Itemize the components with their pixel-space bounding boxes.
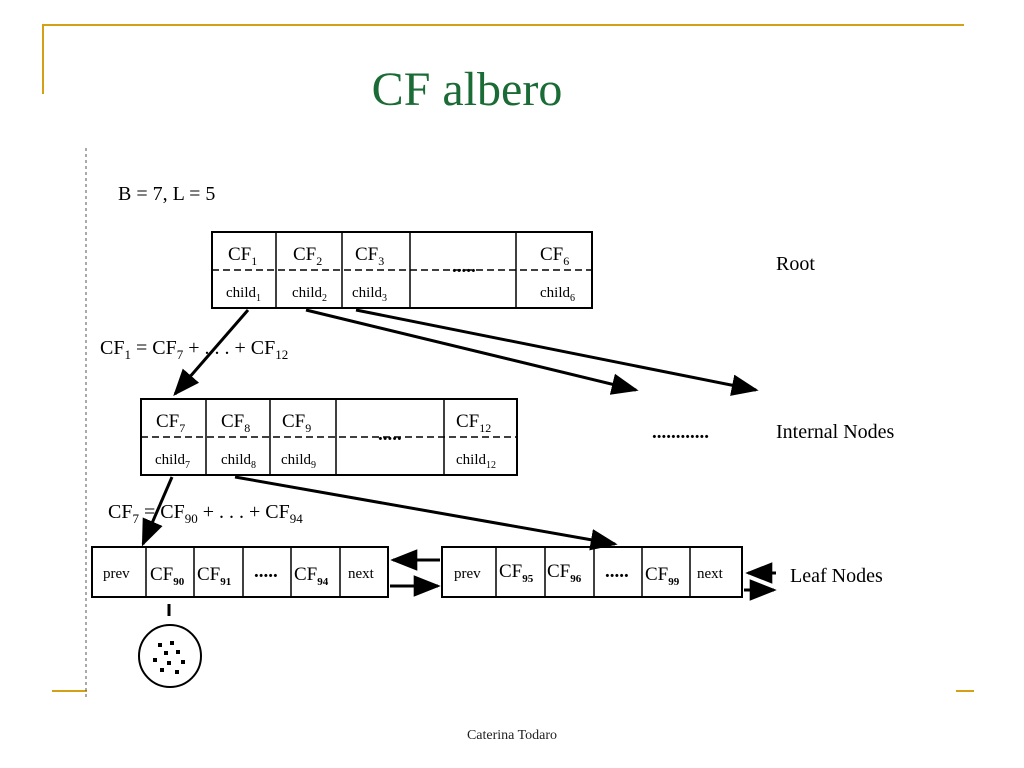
root-child6: child6 bbox=[540, 285, 575, 304]
leaf1-prev: prev bbox=[103, 566, 130, 582]
root-child2: child2 bbox=[292, 285, 327, 304]
internal-cf8: CF8 bbox=[221, 411, 250, 435]
leaf1-cf90: CF90 bbox=[150, 564, 185, 588]
leaf2-next: next bbox=[697, 566, 724, 582]
arrow-root-child3 bbox=[355, 308, 759, 396]
leaf2-cf95: CF95 bbox=[499, 561, 534, 585]
internal-child9: child9 bbox=[281, 452, 316, 471]
internal-nodes-dots: ............ bbox=[652, 422, 709, 443]
arrow-internal-to-leaf2 bbox=[234, 475, 618, 551]
root-cf2: CF2 bbox=[293, 244, 322, 268]
leaf-node-2: prev CF95 CF96 ..... CF99 next bbox=[441, 546, 743, 598]
root-cf6: CF6 bbox=[540, 244, 569, 268]
leaf1-cf94: CF94 bbox=[294, 564, 329, 588]
leaf2-dots: ..... bbox=[605, 561, 629, 582]
leaf-node-1: prev CF90 CF91 ..... CF94 next bbox=[91, 546, 389, 598]
root-child3: child3 bbox=[352, 285, 387, 304]
leaf1-dots: ..... bbox=[254, 561, 278, 582]
internal-child7: child7 bbox=[155, 452, 190, 471]
internal-node: CF7 CF8 CF9 ..... CF12 child7 child8 chi… bbox=[140, 398, 518, 476]
arrow-root-child2 bbox=[305, 308, 639, 395]
internal-cf9: CF9 bbox=[282, 411, 311, 435]
left-accent-line bbox=[42, 24, 44, 94]
slide-footer: Caterina Todaro bbox=[466, 728, 558, 743]
leaf2-cf96: CF96 bbox=[547, 561, 582, 585]
leaf-nodes-label: Leaf Nodes bbox=[790, 565, 883, 587]
root-cf1: CF1 bbox=[228, 244, 257, 268]
root-dots: ..... bbox=[452, 256, 476, 277]
root-child1: child1 bbox=[226, 285, 261, 304]
bottom-left-accent-line bbox=[52, 690, 87, 692]
data-points-cluster-icon bbox=[138, 624, 202, 688]
root-label: Root bbox=[776, 253, 815, 275]
internal-dots: ..... bbox=[378, 424, 402, 445]
equation-1: CF1 = CF7 + . . . + CF12 bbox=[100, 337, 288, 362]
leaf1-cf91: CF91 bbox=[197, 564, 231, 588]
internal-cf7: CF7 bbox=[156, 411, 185, 435]
slide-title: CF albero bbox=[371, 63, 563, 116]
params-text: B = 7, L = 5 bbox=[118, 183, 215, 205]
internal-nodes-label: Internal Nodes bbox=[776, 421, 895, 443]
top-accent-line bbox=[42, 24, 964, 26]
leaf1-next: next bbox=[348, 566, 375, 582]
arrow-root-to-internal bbox=[173, 309, 250, 397]
arrow-internal-to-leaf1 bbox=[141, 476, 174, 547]
leaf2-cf99: CF99 bbox=[645, 564, 680, 588]
bottom-right-accent-line bbox=[956, 690, 974, 692]
equation-2: CF7 = CF90 + . . . + CF94 bbox=[108, 501, 303, 526]
internal-cf12: CF12 bbox=[456, 411, 491, 435]
leaf2-prev: prev bbox=[454, 566, 481, 582]
root-node: CF1 CF2 CF3 ..... CF6 child1 child2 chil… bbox=[211, 231, 593, 309]
internal-child12: child12 bbox=[456, 452, 496, 471]
internal-child8: child8 bbox=[221, 452, 256, 471]
root-cf3: CF3 bbox=[355, 244, 384, 268]
